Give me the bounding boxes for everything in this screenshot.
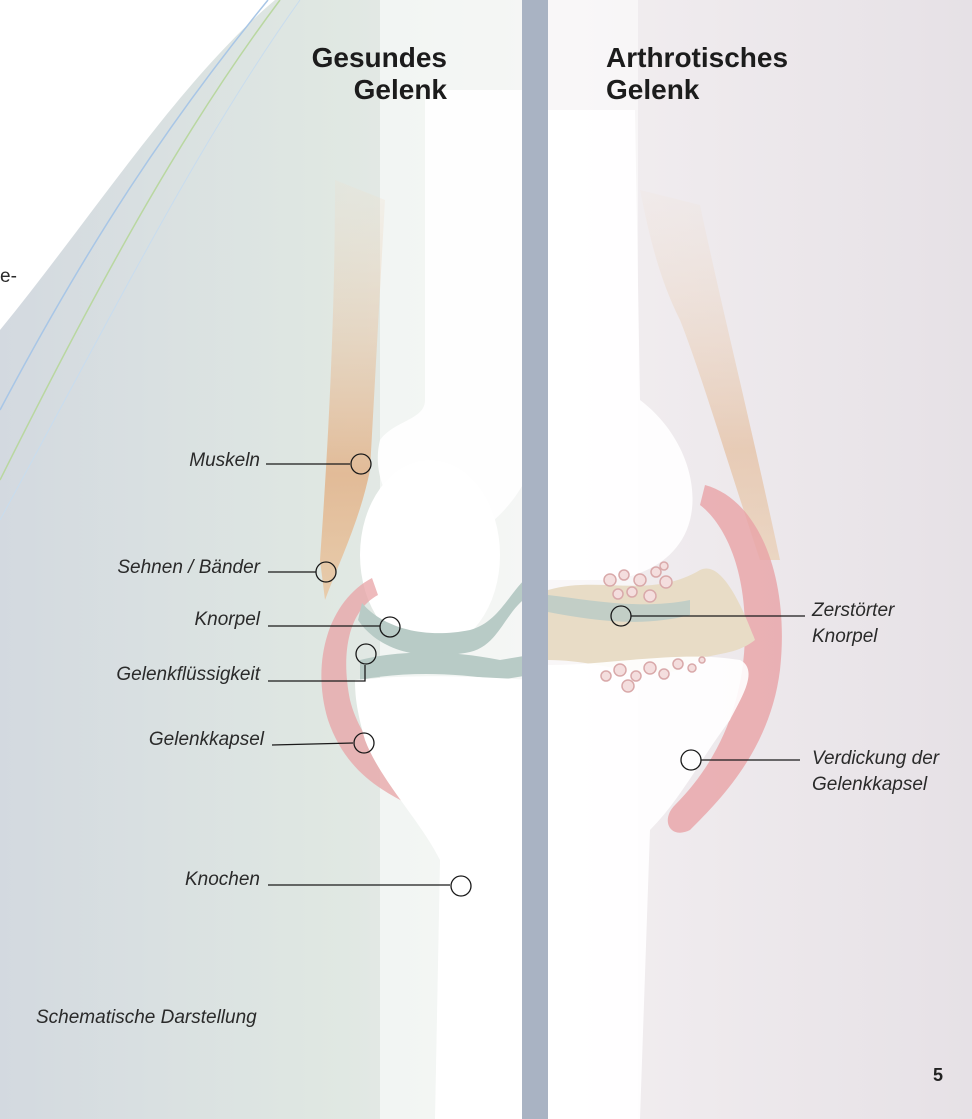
label-capsule: Gelenkkapsel [149, 727, 264, 753]
label-muscles: Muskeln [189, 448, 260, 474]
label-bone: Knochen [185, 867, 260, 893]
title-healthy-line2: Gelenk [300, 74, 447, 106]
text-fragment: e- [0, 266, 17, 288]
title-healthy-line1: Gesundes [300, 42, 447, 74]
label-destroyed-cartilage-line1: Zerstörter [812, 598, 894, 624]
label-destroyed-cartilage: Zerstörter Knorpel [812, 598, 894, 650]
title-arthritic-line2: Gelenk [606, 74, 788, 106]
label-thickened-capsule: Verdickung der Gelenkkapsel [812, 746, 939, 798]
figure-caption: Schematische Darstellung [36, 1007, 257, 1029]
label-tendons: Sehnen / Bänder [117, 555, 260, 581]
title-arthritic-joint: Arthrotisches Gelenk [606, 42, 788, 106]
label-thickened-capsule-line1: Verdickung der [812, 746, 939, 772]
title-healthy-joint: Gesundes Gelenk [300, 42, 447, 106]
divider [522, 0, 548, 1119]
label-thickened-capsule-line2: Gelenkkapsel [812, 772, 939, 798]
page-number: 5 [933, 1065, 943, 1086]
label-fluid: Gelenkflüssigkeit [116, 662, 260, 688]
label-cartilage: Knorpel [195, 607, 261, 633]
title-arthritic-line1: Arthrotisches [606, 42, 788, 74]
label-destroyed-cartilage-line2: Knorpel [812, 624, 894, 650]
